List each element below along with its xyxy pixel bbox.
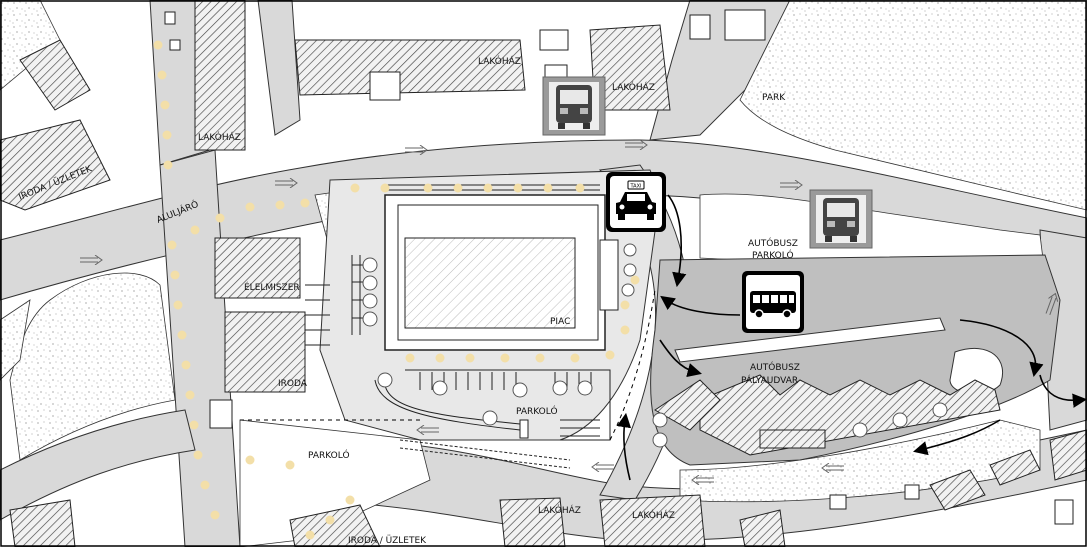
parking-stalls: [305, 255, 611, 469]
building-residential-south-1: [499, 497, 566, 547]
trolleybus-stop-icon[interactable]: [809, 189, 873, 249]
label-bus-parking-line2: PARKOLÓ: [752, 249, 794, 261]
taxi-sign-text: TAXI: [630, 184, 642, 190]
bus-parking-icon[interactable]: [742, 271, 804, 333]
bus-platform: [674, 317, 946, 363]
building-north-west-tall: [194, 0, 246, 151]
market-hall: [384, 184, 619, 351]
label-residential-north-east: LAKÓHÁZ: [612, 81, 655, 93]
label-parking-market: PARKOLÓ: [516, 405, 558, 417]
label-market: PIAC: [550, 317, 570, 327]
building-residential-north: [294, 39, 526, 96]
label-bus-station-line2: PÁLYAUDVAR: [741, 374, 798, 386]
building-food-store: [214, 237, 301, 299]
label-parking-south-west: PARKOLÓ: [308, 449, 350, 461]
traffic-arrow: [616, 412, 632, 481]
label-residential-north: LAKÓHÁZ: [478, 55, 521, 67]
label-offices-shops-south: IRODA / ÜZLETEK: [348, 535, 427, 546]
taxi-stand-icon[interactable]: TAXI: [606, 172, 666, 232]
trolleybus-stop-icon[interactable]: [542, 76, 606, 136]
traffic-arrow: [959, 319, 1044, 378]
label-park: PARK: [762, 93, 786, 103]
traffic-arrows: [240, 194, 1087, 481]
pedestrian-route: [153, 40, 640, 540]
label-residential-west: LAKÓHÁZ: [198, 131, 241, 143]
minor-structures: [164, 9, 1074, 525]
label-office: IRODA: [278, 379, 308, 389]
building-offices-shops-west: [0, 119, 111, 211]
label-residential-south-1: LAKÓHÁZ: [538, 504, 581, 516]
label-bus-parking-line1: AUTÓBUSZ: [748, 237, 798, 249]
building-residential-south-2: [599, 494, 706, 547]
label-residential-south-2: LAKÓHÁZ: [632, 509, 675, 521]
label-food-store: ÉLELMISZER: [244, 281, 300, 293]
label-bus-station-line1: AUTÓBUSZ: [750, 361, 800, 373]
trees: [362, 243, 948, 448]
traffic-arrow: [913, 419, 1001, 456]
traffic-arrow: [659, 339, 702, 378]
traffic-arrow: [1039, 374, 1087, 408]
building-office: [224, 311, 306, 393]
building-bus-kiosk: [759, 429, 826, 449]
traffic-arrow: [660, 295, 741, 316]
bus-island: [949, 347, 1004, 395]
traffic-arrow: [667, 194, 687, 288]
